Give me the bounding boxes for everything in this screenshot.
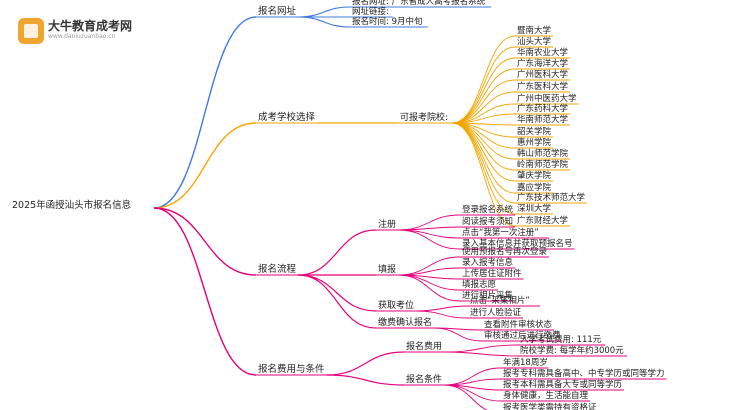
edge-subbranch-leaf <box>443 384 489 410</box>
leaf-node: 年满18周岁 <box>503 357 548 368</box>
branch-node-2: 报名流程 <box>258 263 297 275</box>
edge-subbranch-leaf <box>452 122 516 227</box>
leaf-node: 韶关学院 <box>517 126 552 137</box>
edge-branch-subbranch <box>297 274 377 329</box>
edge-subbranch-leaf <box>433 327 483 342</box>
edge-root-branch <box>153 207 257 276</box>
edge-branch-subbranch <box>326 374 405 386</box>
subbranch-node-2-2: 获取考位 <box>378 299 414 311</box>
edge-subbranch-leaf <box>397 214 461 231</box>
leaf-node: 惠州学院 <box>517 137 552 148</box>
edge-subbranch-leaf <box>452 35 516 124</box>
leaf-node: 登录报名系统 <box>462 204 514 215</box>
leaf-node: 暨南大学 <box>517 25 552 36</box>
edge-subbranch-leaf <box>415 310 469 319</box>
edge-branch-leaf <box>297 6 351 18</box>
leaf-node: 广东医科大学 <box>517 81 569 92</box>
leaf-node: 使用预报名号再次登录 <box>462 246 548 257</box>
leaf-node: 报考专科需具备高中、中专学历或同等学力 <box>503 368 665 379</box>
leaf-node: 上传居住证附件 <box>462 268 522 279</box>
subbranch-node-2-1: 填报 <box>378 263 396 275</box>
subbranch-node-2-3: 缴费确认报名 <box>378 316 432 328</box>
leaf-node: 华南师范大学 <box>517 114 569 125</box>
edge-branch-subbranch <box>297 229 377 276</box>
leaf-node: 查看附件审核状态 <box>484 319 553 330</box>
leaf-node: 广州中医药大学 <box>517 93 577 104</box>
leaf-node: 录入报考信息 <box>462 257 514 268</box>
edge-root-branch <box>153 122 257 209</box>
subbranch-node-1-0: 可报考院校: <box>400 111 448 123</box>
site-logo: 大牛教育成考网 www.daniuzuanbao.cn <box>18 16 132 46</box>
leaf-node: 广东药科大学 <box>517 103 569 114</box>
edge-subbranch-leaf <box>397 226 461 231</box>
book-badge-icon <box>18 18 44 44</box>
leaf-node: 报名时间: 9月中旬 <box>352 16 422 27</box>
edge-subbranch-leaf <box>443 351 519 357</box>
leaf-node: 报名网址: 广东省成人高考报名系统 <box>352 0 486 7</box>
leaf-node: 报考本科需具备大专或同等学历 <box>503 379 623 390</box>
mind-map-nodes: 2025年函授汕头市报名信息 报名网址 报名网址: 广东省成人高考报名系统网址链接:… <box>12 0 667 410</box>
leaf-node: 广东财经大学 <box>517 215 569 226</box>
edge-subbranch-leaf <box>397 256 461 276</box>
leaf-node: 填报志愿 <box>462 279 497 290</box>
logo-name: 大牛教育成考网 <box>48 19 133 33</box>
leaf-node: 广东技术师范大学 <box>517 192 586 203</box>
leaf-node: 肇庆学院 <box>517 170 552 181</box>
mind-map-edges <box>153 6 519 410</box>
leaf-node: 深圳大学 <box>517 203 552 214</box>
leaf-node: 点击“我第一次注册” <box>462 227 539 238</box>
edge-subbranch-leaf <box>452 46 516 124</box>
edge-subbranch-leaf <box>443 344 519 353</box>
leaf-node: 录入基本信息并获取预报名号 <box>462 238 573 249</box>
leaf-node: 进行相片采集 <box>462 290 514 301</box>
branch-node-3: 报名费用与条件 <box>258 363 325 375</box>
edge-subbranch-leaf <box>452 122 516 160</box>
branch-node-0: 报名网址 <box>258 5 297 17</box>
leaf-node: 汕头大学 <box>517 36 552 47</box>
leaf-node: 进行人脸验证 <box>470 307 522 318</box>
edge-subbranch-leaf <box>397 229 461 250</box>
edge-branch-subbranch <box>297 274 377 312</box>
edge-root-branch <box>153 207 257 376</box>
leaf-node: 身体健康，生活能自理 <box>503 390 589 401</box>
edge-subbranch-leaf <box>452 122 516 182</box>
subbranch-node-2-0: 注册 <box>378 218 396 230</box>
logo-url: www.daniuzuanbao.cn <box>48 33 116 40</box>
leaf-node: 韩山师范学院 <box>517 148 569 159</box>
leaf-node: 点击“采集相片” <box>470 295 530 306</box>
leaf-node: 广东海洋大学 <box>517 58 569 69</box>
branch-node-1: 成考学校选择 <box>258 111 316 123</box>
leaf-node: 广州医科大学 <box>517 69 569 80</box>
edge-branch-subbranch <box>326 351 405 376</box>
leaf-node: 岭南师范学院 <box>517 159 569 170</box>
edge-subbranch-leaf <box>397 229 461 239</box>
edge-subbranch-leaf <box>397 274 461 302</box>
leaf-node: 院校学费: 每学年约3000元 <box>520 345 624 356</box>
leaf-node: 报考医学类需持有资格证 <box>503 402 597 410</box>
edge-subbranch-leaf <box>452 68 516 124</box>
leaf-node: 审核通过后进行缴费 <box>484 330 561 341</box>
leaf-node: 阅读报考须知 <box>462 216 513 227</box>
subbranch-node-3-1: 报名条件 <box>406 373 442 385</box>
root-node: 2025年函授汕头市报名信息 <box>12 199 131 211</box>
edge-subbranch-leaf <box>452 57 516 124</box>
leaf-node: 嘉应学院 <box>517 182 552 193</box>
edge-root-branch <box>153 16 257 209</box>
leaf-node: 入学考试费用: 111元 <box>520 334 602 345</box>
subbranch-node-3-0: 报名费用 <box>406 340 442 352</box>
leaf-node: 网址链接: <box>352 6 389 17</box>
edge-branch-leaf <box>297 16 351 28</box>
edge-subbranch-leaf <box>415 305 469 312</box>
edge-subbranch-leaf <box>452 79 516 124</box>
leaf-node: 华南农业大学 <box>517 47 569 58</box>
